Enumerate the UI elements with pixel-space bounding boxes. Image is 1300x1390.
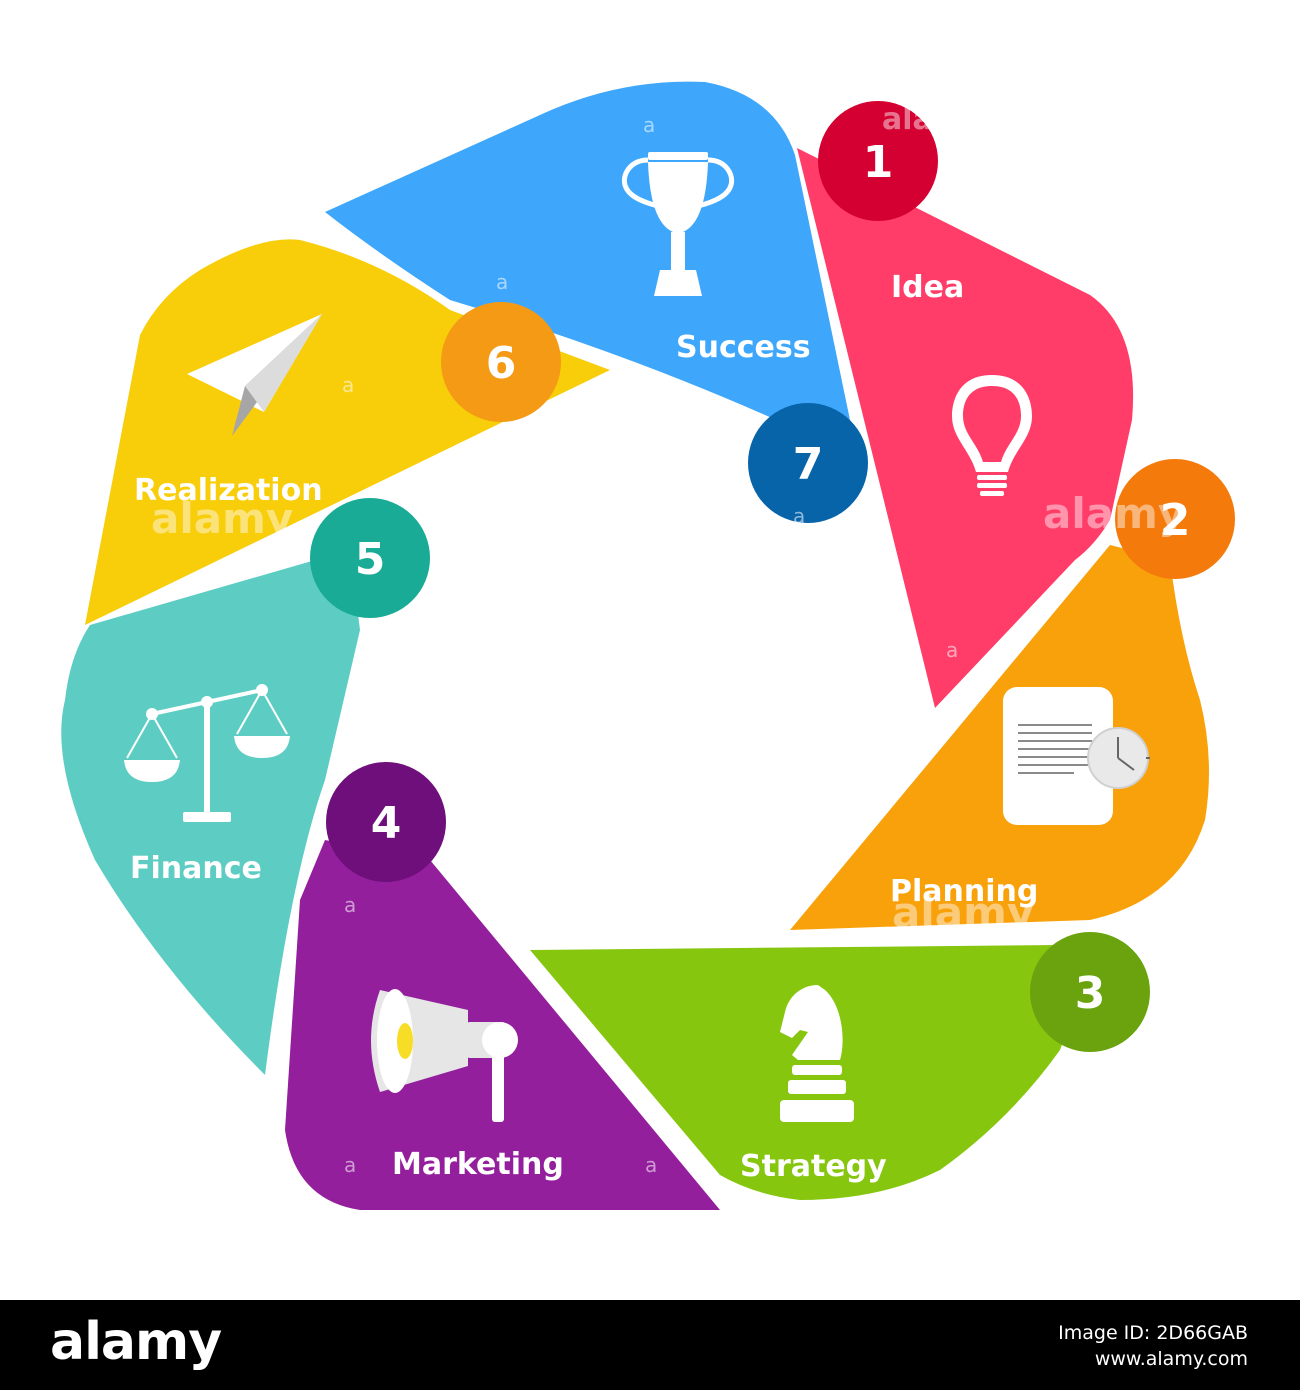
badge-7-number: 7 [793,439,824,490]
badge-5: 5 [310,498,430,618]
badge-4-circle [326,762,446,882]
segment-label-marketing: Marketing [392,1147,564,1182]
trophy-icon [621,152,735,296]
badge-3: 3 [1030,932,1150,1052]
segment-strategy: Strategy [530,945,1070,1200]
badge-5-circle [310,498,430,618]
badge-2: 2 [1115,459,1235,579]
watermark-text: alamy [151,494,293,543]
image-id-block: Image ID: 2D66GAB www.alamy.com [1058,1320,1248,1372]
document-clock-icon [1003,687,1150,825]
site-url-text: www.alamy.com [1094,1348,1248,1370]
badge-1-number: 1 [863,137,894,188]
badge-4: 4 [326,762,446,882]
watermark-letter: a [1092,1063,1104,1087]
alamy-logo: alamy [50,1312,222,1372]
badge-6: 6 [441,302,561,422]
segment-planning-shape [790,545,1209,930]
chess-knight-icon [780,985,854,1122]
watermark-letter: a [645,1153,657,1177]
watermark-letter: a [344,1153,356,1177]
watermark-letter: a [342,373,354,397]
segment-label-planning: Planning [890,874,1038,909]
badge-2-circle [1115,459,1235,579]
lightbulb-icon [952,375,1032,496]
watermark-text: alamy [1043,489,1185,538]
badge-7: 7 [748,403,868,523]
segment-finance: Finance [61,550,360,1075]
megaphone-icon [371,989,518,1122]
watermark-letter: a [496,270,508,294]
segment-label-finance: Finance [130,851,262,886]
badge-1: 1 [818,101,938,221]
segment-success-shape [325,81,850,441]
watermark-letter: a [793,504,805,528]
segment-marketing: Marketing [285,840,720,1210]
image-id-text: Image ID: 2D66GAB [1058,1322,1248,1344]
segment-label-strategy: Strategy [740,1149,887,1184]
watermark-letter: a [643,113,655,137]
segment-label-success: Success [676,330,811,365]
paper-plane-icon [187,314,322,436]
watermark-letter: a [946,638,958,662]
badge-1-circle [818,101,938,221]
segment-label-realization: Realization [134,473,323,508]
process-cycle-diagram: Idea Planning [61,81,1235,1210]
badge-3-number: 3 [1075,968,1106,1019]
badge-7-circle [748,403,868,523]
segment-label-idea: Idea [891,270,964,305]
segment-planning: Planning [790,545,1209,930]
segment-success: Success [325,81,850,441]
badge-3-circle [1030,932,1150,1052]
badge-4-number: 4 [371,798,402,849]
badge-5-number: 5 [355,534,386,585]
segment-idea: Idea [797,148,1134,708]
balance-scale-icon [124,684,290,822]
watermark-text: alamy [892,888,1034,937]
badge-2-number: 2 [1160,495,1191,546]
stock-footer-bar: alamy Image ID: 2D66GAB www.alamy.com [0,1300,1300,1390]
watermark-overlay: alamy alamy alamy alamy a a a a a a a a … [151,102,1185,1177]
badge-6-circle [441,302,561,422]
watermark-letter: a [344,893,356,917]
badge-6-number: 6 [486,338,517,389]
watermark-text: alamy [882,102,984,137]
